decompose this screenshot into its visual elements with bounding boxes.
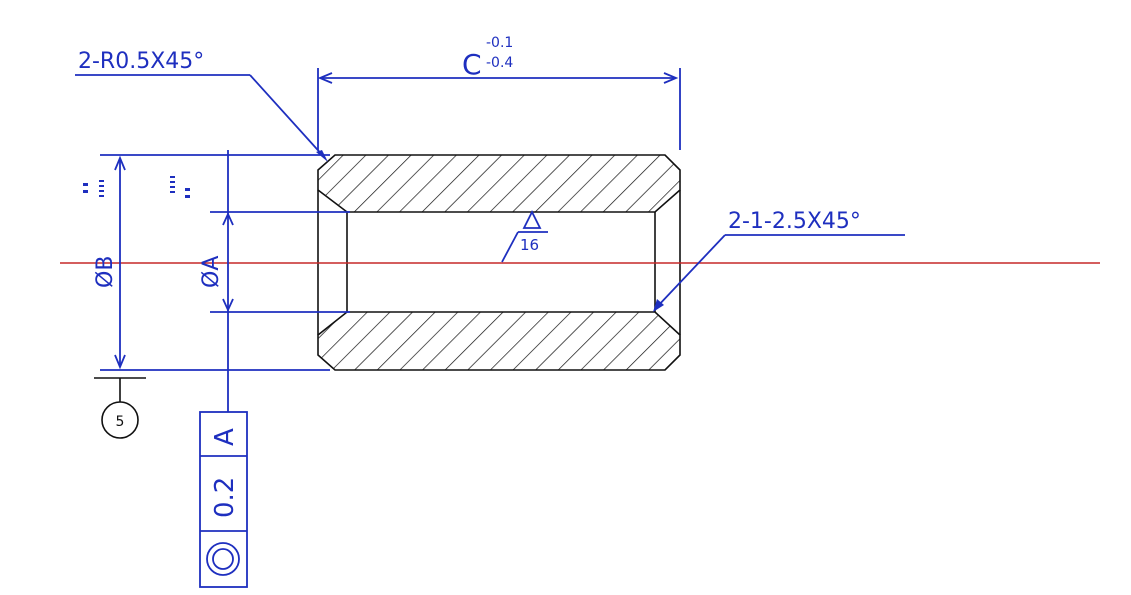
fcf-tolerance-text: 0.2: [210, 477, 240, 518]
length-tol-upper: -0.1: [486, 35, 513, 51]
chamfer-left-label: 2-R0.5X45°: [78, 49, 204, 74]
outer-diameter-dimension: [100, 154, 330, 371]
length-dim-label: C: [462, 48, 482, 81]
length-dimension: [317, 68, 681, 150]
chamfer-right-arrow: [653, 299, 664, 312]
chamfer-left-arrow: [316, 150, 328, 162]
chamfer-right-label: 2-1-2.5X45°: [728, 209, 861, 234]
length-tol-lower: -0.4: [486, 55, 513, 71]
chamfer-left-leader: [75, 74, 326, 159]
datum-letter: 5: [116, 414, 125, 430]
fcf-datum-text: A: [210, 428, 240, 446]
bottom-wall-section: [317, 311, 681, 371]
inner-diameter-tolerance: [170, 176, 190, 198]
roughness-symbol: [501, 209, 548, 263]
roughness-value: 16: [520, 236, 539, 254]
chamfer-right-leader: [655, 234, 905, 309]
outer-diameter-label: ØB: [93, 256, 118, 288]
top-wall-section: [317, 154, 681, 213]
datum-symbol: [94, 377, 146, 439]
inner-diameter-label: ØA: [199, 256, 224, 288]
outer-diameter-tolerance: [83, 180, 104, 197]
feature-control-frame: [199, 411, 248, 588]
inner-diameter-dimension: [210, 150, 350, 412]
